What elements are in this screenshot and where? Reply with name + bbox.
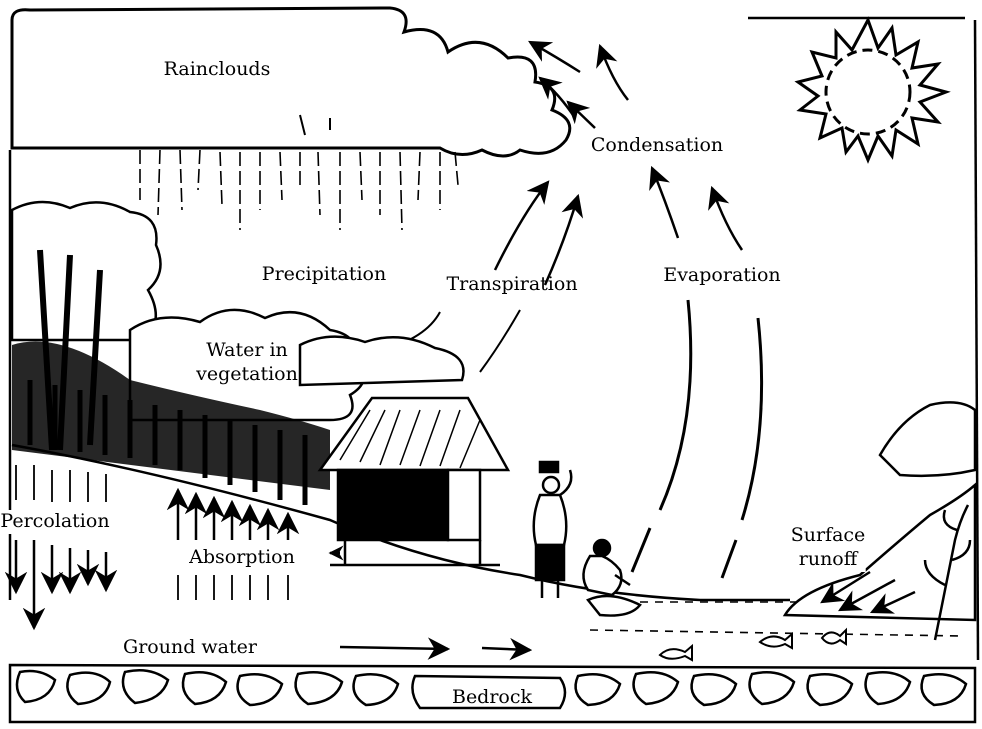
label-evaporation: Evaporation <box>663 264 781 286</box>
label-transpiration: Transpiration <box>446 273 578 295</box>
label-bedrock: Bedrock <box>451 686 533 708</box>
rock-icon <box>8 663 977 724</box>
label-surface-runoff: Surface runoff <box>790 524 866 572</box>
water-surface <box>589 601 961 637</box>
sun-icon <box>794 16 951 164</box>
forest-canopy <box>12 341 330 490</box>
label-ground-water: Ground water <box>123 636 257 658</box>
label-water-in-vegetation-line2: vegetation <box>196 362 298 385</box>
label-surface-runoff-line2: runoff <box>798 547 858 570</box>
percolation-arrows <box>4 465 118 631</box>
forest-trunks <box>27 380 308 505</box>
cloud-icon <box>10 6 572 231</box>
label-absorption: Absorption <box>189 546 295 570</box>
runoff-arrows <box>820 570 916 614</box>
woman-icon <box>532 460 573 598</box>
label-rainclouds: Rainclouds <box>163 58 271 80</box>
evaporation-arrows <box>374 40 764 579</box>
absorption-arrows <box>166 487 344 600</box>
label-percolation: Percolation <box>0 510 110 534</box>
label-condensation: Condensation <box>590 134 724 156</box>
label-surface-runoff-line1: Surface <box>790 524 866 546</box>
label-precipitation: Precipitation <box>261 263 387 285</box>
label-water-in-vegetation-line1: Water in <box>206 339 288 361</box>
groundwater-arrows <box>339 637 533 661</box>
crouching-person-icon <box>582 538 642 617</box>
hut-icon <box>317 396 511 567</box>
plant-icon <box>923 504 972 641</box>
fish-icon <box>658 627 847 662</box>
label-water-in-vegetation: Water in vegetation <box>196 339 298 387</box>
